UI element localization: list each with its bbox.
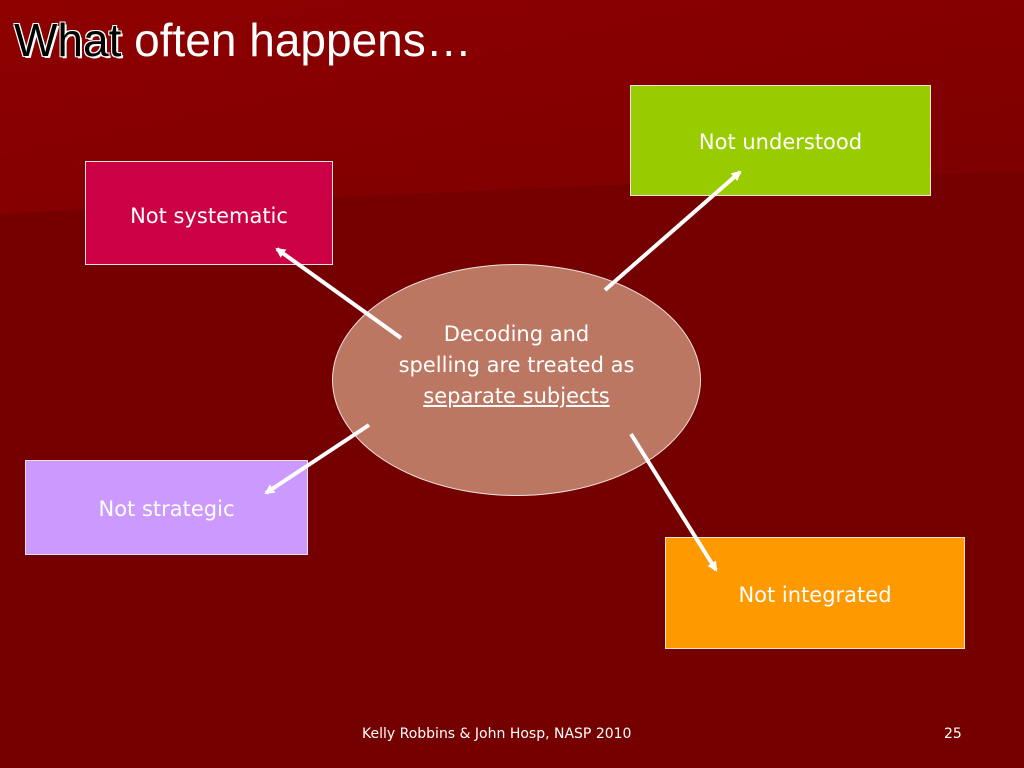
box-not-integrated-label: Not integrated xyxy=(738,583,892,607)
title-rest: often happens… xyxy=(121,14,472,66)
box-not-integrated: Not integrated xyxy=(665,537,965,649)
box-not-systematic: Not systematic xyxy=(85,161,333,265)
slide-title: What often happens… xyxy=(14,10,472,70)
box-not-strategic: Not strategic xyxy=(25,460,308,555)
box-not-strategic-label: Not strategic xyxy=(98,497,235,521)
footer-credit: Kelly Robbins & John Hosp, NASP 2010 xyxy=(362,726,632,742)
center-text: Decoding and spelling are treated as sep… xyxy=(333,319,700,412)
box-not-systematic-label: Not systematic xyxy=(130,204,288,228)
center-line-3: separate subjects xyxy=(423,384,610,408)
center-line-1: Decoding and xyxy=(443,322,590,346)
center-line-2: spelling are treated as xyxy=(398,353,635,377)
slide-number: 25 xyxy=(944,726,962,742)
box-not-understood-label: Not understood xyxy=(698,130,863,154)
title-emphasis: What xyxy=(14,14,122,66)
box-not-understood: Not understood xyxy=(630,85,931,196)
center-ellipse: Decoding and spelling are treated as sep… xyxy=(332,264,701,496)
